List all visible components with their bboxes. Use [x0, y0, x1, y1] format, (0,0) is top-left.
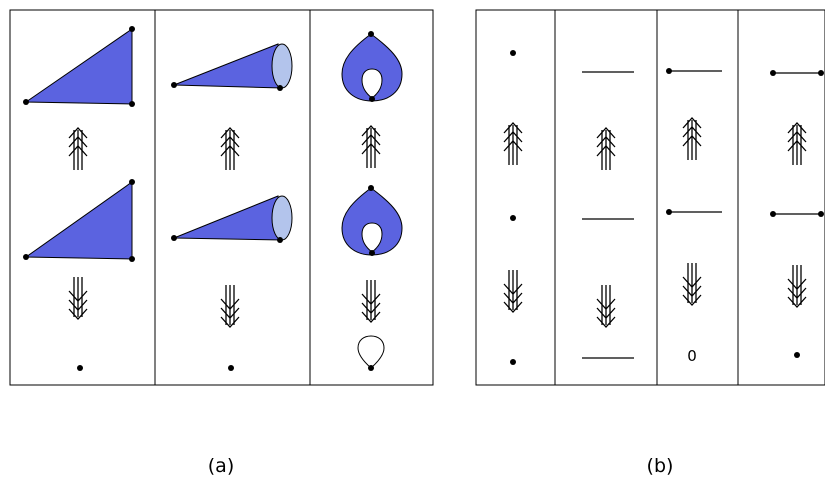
panel-a-label: (a)	[208, 455, 234, 475]
down-arrows-icon	[682, 262, 702, 306]
down-arrows-icon	[220, 284, 240, 328]
down-arrows-icon	[503, 269, 523, 313]
panel-a-frame	[9, 9, 434, 386]
up-arrows-icon	[596, 127, 616, 171]
teardrop-middle	[341, 185, 403, 256]
up-arrows-icon	[68, 127, 88, 171]
half-closed-segment	[666, 68, 722, 74]
point-dot	[510, 50, 516, 56]
down-arrows-icon	[68, 276, 88, 320]
empty-loop	[357, 335, 385, 371]
point-dot	[510, 359, 516, 365]
panel-a: (a)	[9, 9, 434, 477]
up-arrows-icon	[682, 117, 702, 161]
up-arrows-icon	[503, 122, 523, 166]
up-arrows-icon	[220, 127, 240, 171]
closed-segment	[770, 211, 824, 217]
teardrop-top	[341, 31, 403, 102]
zero-label: 0	[687, 347, 697, 365]
panel-b: 0 (b)	[475, 9, 825, 477]
panel-b-frame	[475, 9, 825, 386]
half-closed-segment	[666, 209, 722, 215]
cone-top	[171, 43, 293, 91]
up-arrows-icon	[361, 125, 381, 169]
down-arrows-icon	[787, 264, 807, 308]
point-dot	[510, 215, 516, 221]
cone-middle	[171, 195, 293, 243]
point-dot	[794, 352, 800, 358]
panel-b-label: (b)	[647, 455, 674, 475]
triangle-top	[23, 26, 135, 107]
closed-segment	[770, 70, 824, 76]
triangle-middle	[23, 179, 135, 262]
up-arrows-icon	[787, 122, 807, 166]
point-dot	[77, 365, 83, 371]
down-arrows-icon	[361, 279, 381, 323]
down-arrows-icon	[596, 284, 616, 328]
point-dot	[228, 365, 234, 371]
